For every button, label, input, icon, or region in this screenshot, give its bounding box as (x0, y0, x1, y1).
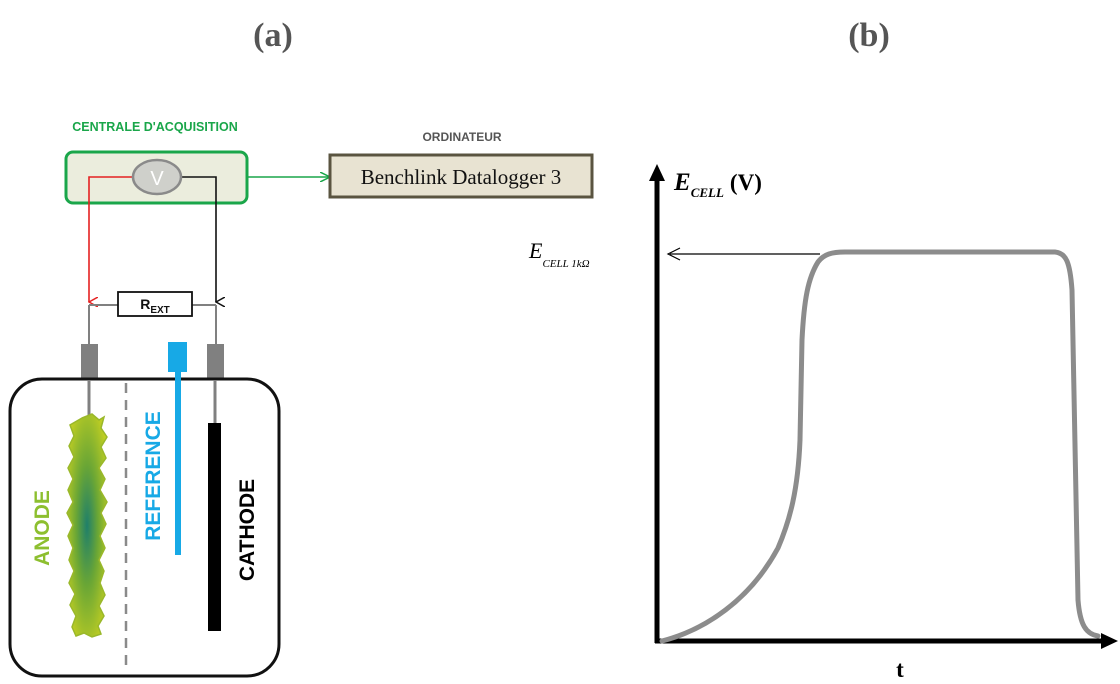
level-label: ECELL 1kΩ (528, 238, 590, 270)
y-axis-label-sub: CELL (691, 185, 724, 200)
x-axis-arrowhead (1101, 633, 1118, 649)
black-wire (181, 176, 216, 302)
level-label-sub: CELL 1kΩ (542, 258, 589, 270)
y-axis-label-main: E (673, 169, 691, 196)
cell-voltage-curve (659, 249, 1101, 644)
resistor-label-main: R (140, 296, 150, 312)
reference-connector (168, 342, 187, 372)
anode-label: ANODE (31, 490, 54, 566)
acquisition-label: CENTRALE D'ACQUISITION (72, 120, 237, 134)
panel-b: (b) ECELL(V) t ECELL 1kΩ (528, 17, 1118, 682)
software-name: Benchlink Datalogger 3 (361, 165, 562, 189)
panel-b-label: (b) (848, 17, 890, 54)
x-axis-label: t (896, 657, 904, 682)
reference-electrode (175, 370, 181, 555)
software-box (328, 153, 594, 199)
electrochemical-cell (8, 377, 281, 678)
anode-biofilm (66, 413, 108, 638)
anode-connector (81, 344, 98, 380)
y-axis-label-unit: (V) (730, 170, 762, 195)
level-label-main: E (528, 238, 543, 263)
external-resistor (117, 291, 193, 317)
y-axis-arrowhead (649, 164, 665, 181)
voltmeter-symbol: V (150, 168, 164, 190)
panel-a: (a) CENTRALE D'ACQUISITION V ORDINATEUR … (8, 17, 594, 678)
panel-a-label: (a) (253, 17, 293, 54)
level-arrowhead (666, 247, 681, 261)
resistor-label: REXT (140, 296, 170, 316)
resistor-label-sub: EXT (150, 305, 169, 316)
voltmeter-icon: V (131, 158, 183, 196)
reference-label: REFERENCE (142, 411, 165, 541)
cathode-label: CATHODE (236, 479, 259, 581)
cathode-connector (207, 344, 224, 380)
red-wire (89, 176, 133, 302)
y-axis-label: ECELL (V) (673, 169, 762, 200)
computer-label: ORDINATEUR (422, 130, 501, 144)
cathode-electrode (208, 423, 221, 631)
